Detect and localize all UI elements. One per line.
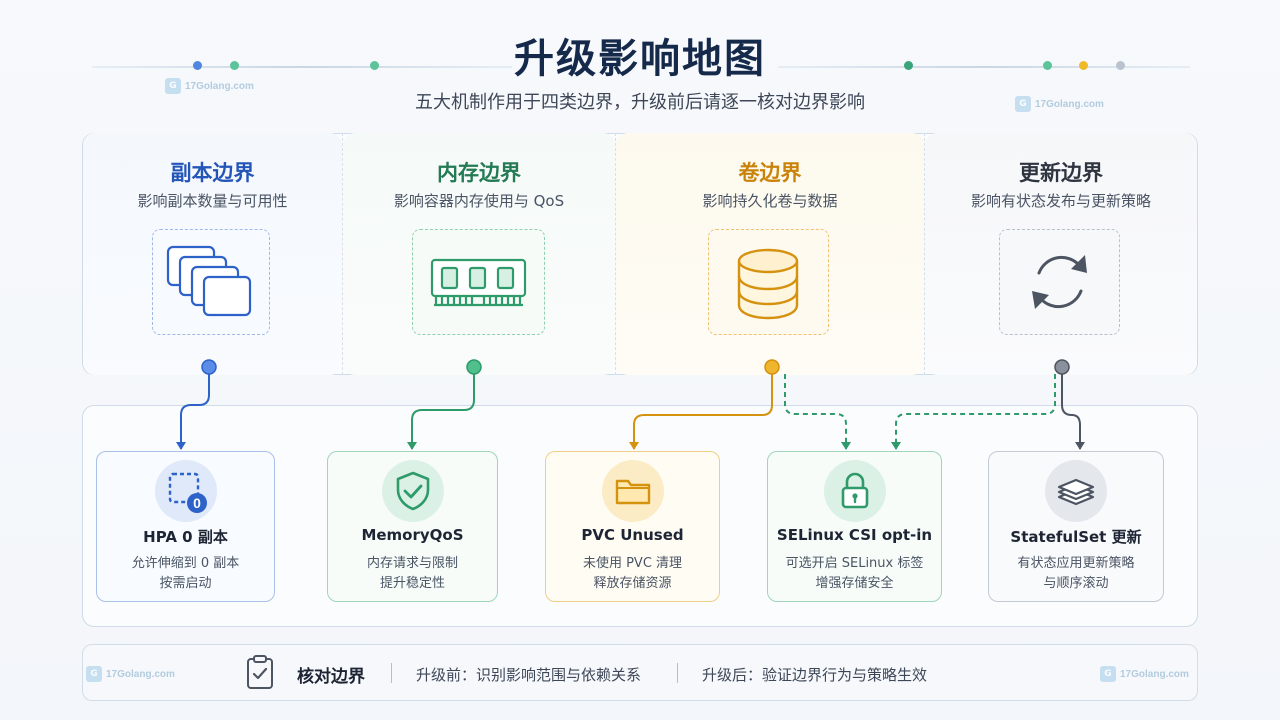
- footer-after-text: 升级后：验证边界行为与策略生效: [702, 666, 928, 684]
- header-deco-dot: [193, 61, 202, 70]
- mechanism-desc: 按需启动: [159, 576, 212, 591]
- mechanism-card-selinux: SELinux CSI opt-in 可选开启 SELinux 标签 增强存储安…: [767, 451, 942, 602]
- header-deco-dot: [1043, 61, 1052, 70]
- boundary-title: 卷边界: [738, 161, 802, 185]
- memory-module-icon: [412, 229, 545, 335]
- boundary-divider: [615, 133, 616, 375]
- mechanism-title: StatefulSet 更新: [1010, 528, 1142, 546]
- mechanism-desc: 提升稳定性: [379, 576, 445, 591]
- stacked-cards-icon: [152, 229, 270, 335]
- watermark-logo-icon: G: [1100, 666, 1116, 682]
- zero-badge: 0: [193, 495, 201, 511]
- boundary-subtitle: 影响副本数量与可用性: [137, 192, 288, 210]
- header-deco-line-right: [778, 66, 1190, 68]
- mechanism-desc: 释放存储资源: [593, 576, 672, 591]
- page-title: 升级影响地图: [514, 36, 766, 82]
- page-subtitle: 五大机制作用于四类边界，升级前后请逐一核对边界影响: [415, 92, 865, 113]
- mechanism-title: HPA 0 副本: [143, 528, 228, 546]
- mechanism-card-pvc: PVC Unused 未使用 PVC 清理 释放存储资源: [545, 451, 720, 602]
- mechanism-card-hpa: 0 HPA 0 副本 允许伸缩到 0 副本 按需启动: [96, 451, 275, 602]
- shield-check-icon: [381, 460, 444, 522]
- mechanism-desc: 增强存储安全: [815, 576, 894, 591]
- layers-icon: [1045, 460, 1107, 522]
- header-deco-dot: [1079, 61, 1088, 70]
- lock-icon: [823, 460, 886, 522]
- refresh-cycle-icon: [999, 229, 1120, 335]
- header-deco-dot: [1116, 61, 1125, 70]
- boundary-divider: [342, 133, 343, 375]
- header-deco-dot: [230, 61, 239, 70]
- boundary-title: 更新边界: [1019, 161, 1103, 185]
- folder-icon: [601, 460, 664, 522]
- footer-before-text: 升级前：识别影响范围与依赖关系: [416, 666, 642, 684]
- mechanism-title: PVC Unused: [581, 526, 684, 544]
- header-deco-line-left: [92, 66, 512, 68]
- header-deco-dot: [904, 61, 913, 70]
- mechanism-desc: 可选开启 SELinux 标签: [785, 556, 924, 571]
- mechanism-title: SELinux CSI opt-in: [776, 526, 933, 544]
- watermark-logo-icon: G: [1015, 96, 1031, 112]
- boundary-subtitle: 影响持久化卷与数据: [702, 192, 838, 210]
- footer-label: 核对边界: [297, 667, 365, 687]
- mechanism-card-statefulset: StatefulSet 更新 有状态应用更新策略 与顺序滚动: [988, 451, 1164, 602]
- watermark-logo-icon: G: [86, 666, 102, 682]
- clipboard-check-icon: [245, 654, 275, 694]
- boundary-title: 内存边界: [437, 161, 521, 185]
- footer-bar: [82, 644, 1198, 701]
- zero-replica-icon: 0: [154, 460, 217, 522]
- mechanism-card-memoryqos: MemoryQoS 内存请求与限制 提升稳定性: [327, 451, 498, 602]
- boundary-title: 副本边界: [170, 161, 255, 185]
- mechanism-desc: 与顺序滚动: [1043, 576, 1109, 591]
- mechanism-desc: 未使用 PVC 清理: [582, 556, 683, 571]
- boundary-divider: [924, 133, 925, 375]
- boundary-subtitle: 影响有状态发布与更新策略: [970, 192, 1151, 210]
- boundary-subtitle: 影响容器内存使用与 QoS: [393, 192, 565, 210]
- mechanism-desc: 内存请求与限制: [366, 556, 458, 571]
- mechanism-desc: 允许伸缩到 0 副本: [131, 556, 240, 571]
- footer-separator: [677, 663, 678, 683]
- mechanism-title: MemoryQoS: [361, 526, 464, 544]
- header-deco-dot: [370, 61, 379, 70]
- watermark-logo-icon: G: [165, 78, 181, 94]
- footer-separator: [391, 663, 392, 683]
- database-icon: [708, 229, 829, 335]
- mechanism-desc: 有状态应用更新策略: [1017, 556, 1135, 571]
